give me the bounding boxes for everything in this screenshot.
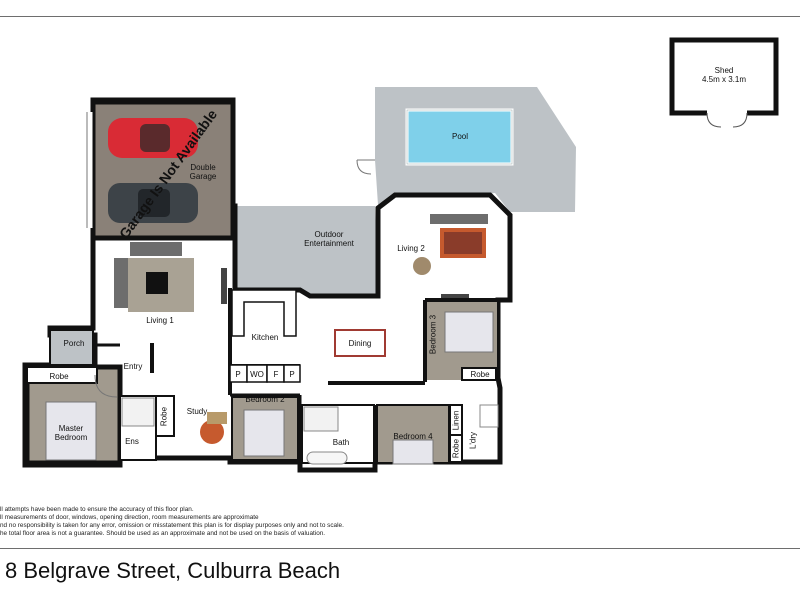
shed-label: Shed 4.5m x 3.1m — [684, 66, 764, 84]
master-bedroom-label: Master Bedroom — [50, 424, 92, 442]
bedroom3 — [427, 302, 497, 381]
pantry-p1-label: P — [235, 370, 241, 379]
outdoor-entertainment-label: Outdoor Entertainment — [294, 230, 364, 248]
laundry-label: L'dry — [468, 431, 478, 450]
disclaimer-line: ll attempts have been made to ensure the… — [0, 506, 194, 513]
top-rule — [0, 16, 800, 17]
linen-label: Linen — [451, 410, 461, 431]
entry-label: Entry — [123, 362, 143, 371]
pantry-row — [229, 364, 301, 383]
disclaimer-line: he total floor area is not a guarantee. … — [0, 530, 326, 538]
study-furniture — [200, 412, 227, 444]
shed-size: 4.5m x 3.1m — [701, 75, 746, 84]
master-line2: Bedroom — [54, 433, 88, 442]
double-garage — [86, 99, 236, 241]
disclaimer-line: nd no responsibility is taken for any er… — [0, 522, 344, 530]
bedroom3-robe-label: Robe — [470, 370, 490, 379]
walk-in-label: WO — [250, 370, 264, 379]
bottom-rule — [0, 548, 800, 549]
bath — [301, 404, 375, 465]
bedroom3-label: Bedroom 3 — [428, 314, 438, 355]
dark-car — [108, 183, 198, 223]
shed-name: Shed — [714, 66, 734, 75]
outdoor-line2: Entertainment — [304, 239, 354, 248]
shed — [669, 37, 779, 128]
bedroom2-label: Bedroom 2 — [245, 395, 285, 404]
dining-table — [334, 329, 386, 357]
bath-label: Bath — [332, 438, 350, 447]
living2-furniture — [413, 214, 488, 298]
pantry-p2-label: P — [289, 370, 295, 379]
disclaimer: ll attempts have been made to ensure the… — [0, 506, 420, 538]
red-car — [108, 118, 198, 158]
master-robe-label: Robe — [49, 372, 69, 381]
ensuite-robe-label: Robe — [159, 406, 169, 427]
double-garage-line1: Double — [190, 163, 216, 172]
living2-label: Living 2 — [397, 244, 425, 253]
bedroom4-label: Bedroom 4 — [393, 432, 433, 441]
kitchen-label: Kitchen — [251, 333, 279, 342]
master-line1: Master — [58, 424, 84, 433]
laundry — [449, 404, 499, 463]
pool-label: Pool — [451, 132, 468, 141]
double-garage-label: Double Garage — [186, 163, 220, 181]
living1-furniture — [114, 242, 227, 312]
property-address: 8 Belgrave Street, Culburra Beach — [5, 558, 341, 583]
ensuite — [119, 395, 175, 461]
bedroom4-robe-label: Robe — [451, 438, 461, 459]
porch-label: Porch — [63, 339, 85, 348]
double-garage-line2: Garage — [189, 172, 217, 181]
disclaimer-line: ll measurements of door, windows, openin… — [0, 514, 259, 522]
bedroom2 — [231, 396, 299, 461]
study-label: Study — [186, 407, 208, 416]
living1-label: Living 1 — [146, 316, 174, 325]
fridge-label: F — [273, 370, 279, 379]
dining-label: Dining — [348, 339, 372, 348]
pool-deck — [375, 87, 576, 212]
master-bedroom — [24, 364, 123, 466]
ensuite-label: Ens — [125, 437, 139, 446]
kitchen-bench — [231, 289, 297, 337]
outdoor-line1: Outdoor — [314, 230, 344, 239]
